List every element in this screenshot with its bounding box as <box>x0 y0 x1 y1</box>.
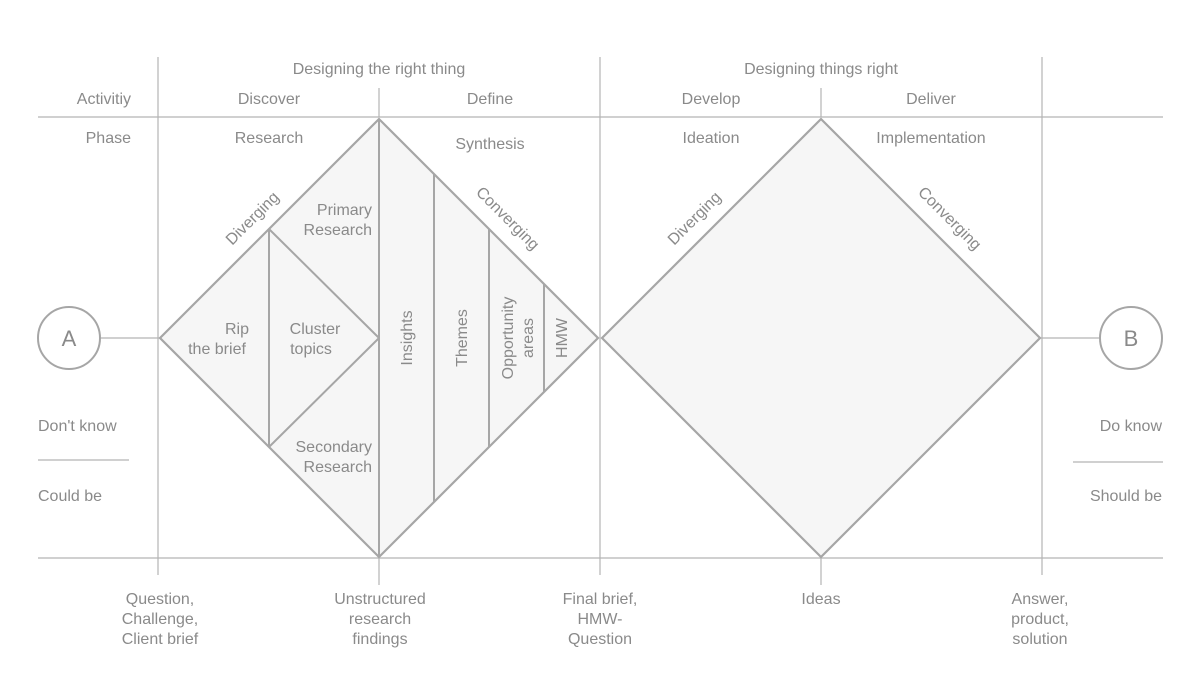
activity-develop: Develop <box>682 91 741 108</box>
develop-deliver-diamond <box>600 117 1042 559</box>
inner-line-secondary <box>268 337 380 448</box>
activity-define: Define <box>467 91 513 108</box>
left-section-title: Designing the right thing <box>293 61 466 78</box>
start-point-circle <box>37 306 101 370</box>
cluster-topics-label-line2: topics <box>290 341 332 358</box>
end-point-label: B <box>1124 326 1139 351</box>
output-answer-line2: product, <box>1011 611 1069 628</box>
phase-research: Research <box>235 130 303 147</box>
rip-brief-label-line2: the brief <box>188 341 246 358</box>
output-unstructured-line1: Unstructured <box>334 591 426 608</box>
phase-synthesis: Synthesis <box>455 136 524 153</box>
secondary-research-label-line2: Research <box>304 459 372 476</box>
phase-row-label: Phase <box>86 130 131 147</box>
cluster-topics-label-line1: Cluster <box>290 321 341 338</box>
rip-brief-label-line1: Rip <box>225 321 249 338</box>
phase-implementation: Implementation <box>876 130 985 147</box>
insights-label: Insights <box>399 310 416 365</box>
diamond1-inner-lines <box>268 119 545 557</box>
activity-row-label: Activitiy <box>77 91 131 108</box>
output-ideas: Ideas <box>801 591 840 608</box>
start-point-label: A <box>62 326 77 351</box>
should-be-label: Should be <box>1090 488 1162 505</box>
opportunity-areas-label-line1: Opportunity <box>500 297 517 380</box>
hmw-label: HMW <box>554 317 571 358</box>
do-know-label: Do know <box>1100 418 1163 435</box>
output-final-brief-line2: HMW- <box>577 611 622 628</box>
output-answer-line3: solution <box>1012 631 1067 648</box>
output-question-line3: Client brief <box>122 631 199 648</box>
output-question-line1: Question, <box>126 591 194 608</box>
output-final-brief-line1: Final brief, <box>563 591 638 608</box>
secondary-research-label-line1: Secondary <box>296 439 373 456</box>
output-final-brief-line3: Question <box>568 631 632 648</box>
right-section-title: Designing things right <box>744 61 898 78</box>
activity-discover: Discover <box>238 91 301 108</box>
output-answer-line1: Answer, <box>1012 591 1069 608</box>
output-unstructured-line3: findings <box>352 631 407 648</box>
output-question-line2: Challenge, <box>122 611 199 628</box>
primary-research-label-line2: Research <box>304 222 372 239</box>
output-unstructured-line2: research <box>349 611 411 628</box>
phase-ideation: Ideation <box>683 130 740 147</box>
could-be-label: Could be <box>38 488 102 505</box>
end-point-circle <box>1099 306 1163 370</box>
inner-line-primary <box>268 228 380 339</box>
opportunity-areas-label-line2: areas <box>520 318 537 358</box>
grid-lines <box>38 57 1163 585</box>
primary-research-label-line1: Primary <box>317 202 372 219</box>
activity-deliver: Deliver <box>906 91 956 108</box>
dont-know-label: Don't know <box>38 418 117 435</box>
themes-label: Themes <box>454 309 471 367</box>
